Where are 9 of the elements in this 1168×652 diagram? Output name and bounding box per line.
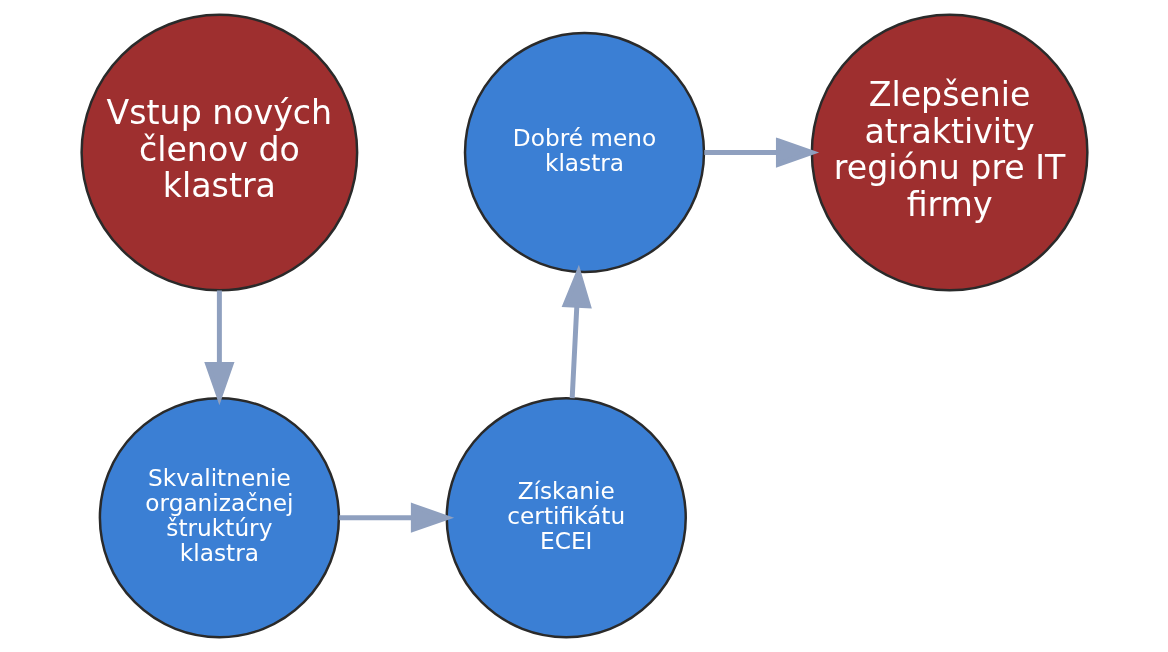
- node-circle: Získanie certifikátu ECEI: [445, 396, 687, 639]
- node-circle: Vstup nových členov do klastra: [79, 13, 358, 292]
- arrow: [561, 264, 592, 399]
- arrow: [338, 502, 454, 533]
- arrow: [203, 290, 234, 406]
- node-circle: Zlepšenie atraktivity regiónu pre IT firmy: [810, 13, 1089, 292]
- arrow: [703, 137, 819, 168]
- node-circle: Skvalitnenie organizačnej štruktúry klastra: [98, 396, 340, 639]
- node-circle: Dobré meno klastra: [463, 31, 705, 274]
